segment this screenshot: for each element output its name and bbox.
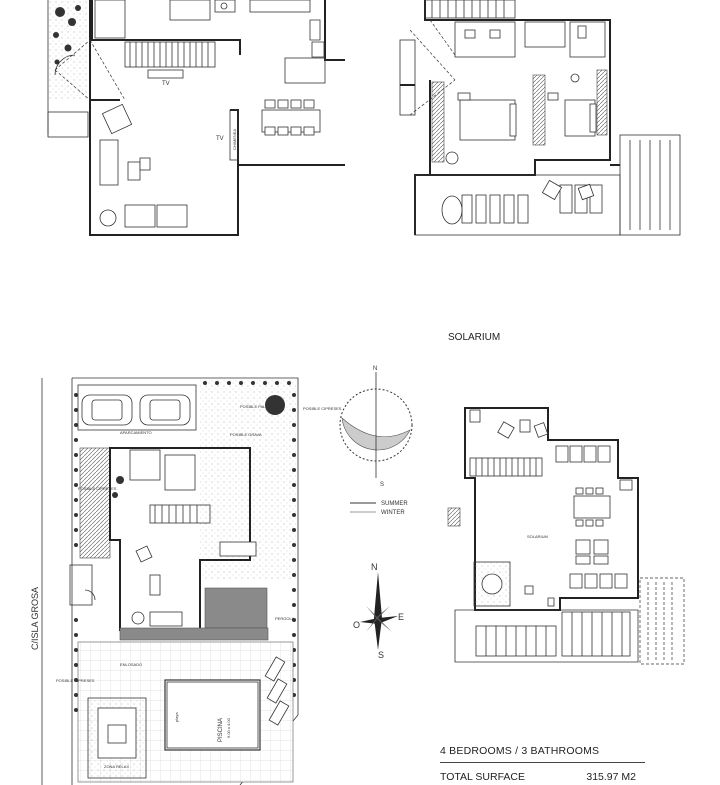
ground-floor-plan: TV CHIMENEA TV xyxy=(47,0,345,236)
first-floor-plan xyxy=(399,0,681,236)
terrace-loungers xyxy=(461,184,603,224)
paving-label: ENLOSADO xyxy=(120,662,142,667)
cypress-top-label: POSIBLE CIPRESES xyxy=(303,406,342,411)
chimney-label: CHIMENEA xyxy=(232,129,237,150)
cypress-left-label: POSIBLE CIPRESES xyxy=(78,486,117,491)
solarium-room-label: SOLARIUM xyxy=(527,534,548,539)
compass-north: N xyxy=(371,562,378,572)
cypress-bottom-label: POSIBLE CIPRESES xyxy=(56,678,95,683)
compass-west: O xyxy=(353,620,360,630)
pool-label: PISCINA xyxy=(218,718,224,742)
compass-east: E xyxy=(398,612,404,622)
legend-winter: WINTER xyxy=(381,510,405,516)
surface-value: 315.97 M2 xyxy=(586,771,636,783)
stairs xyxy=(124,41,216,68)
bedrooms-bathrooms: 4 BEDROOMS / 3 BATHROOMS xyxy=(440,745,600,757)
beach-label: playa xyxy=(174,712,179,722)
compass-south: S xyxy=(378,650,384,660)
sun-south: S xyxy=(380,482,384,488)
relax-label: ZONA RELAX xyxy=(104,764,129,769)
dining-table xyxy=(261,99,321,136)
tv-label-2: TV xyxy=(216,136,224,142)
surface-label: TOTAL SURFACE xyxy=(440,771,525,783)
perimeter-hedge xyxy=(74,381,296,712)
summary-divider xyxy=(440,762,645,763)
solarium-plan: SOLARIUM xyxy=(447,407,685,665)
sun-diagram: N S SUMMER WINTER xyxy=(339,366,413,516)
legend-summer: SUMMER xyxy=(381,501,408,507)
pergola-label: PERGOLA xyxy=(275,616,295,621)
summary-block: 4 BEDROOMS / 3 BATHROOMS TOTAL SURFACE 3… xyxy=(440,745,650,783)
solarium-title: SOLARIUM xyxy=(448,332,500,343)
tv-label: TV xyxy=(162,81,170,87)
surface-row: TOTAL SURFACE 315.97 M2 xyxy=(440,771,636,783)
garden-shrubs xyxy=(53,5,81,65)
compass-rose: N S E O xyxy=(353,562,404,660)
pool-size: 9.00 x 4.00 xyxy=(226,717,231,738)
site-plan: C/ISLA GROSA xyxy=(30,377,342,785)
street-label: C/ISLA GROSA xyxy=(30,587,40,650)
swimming-pool: PISCINA 9.00 x 4.00 playa xyxy=(164,679,261,751)
sun-north: N xyxy=(373,366,377,372)
gravel-label: POSIBLE GRAVA xyxy=(230,432,262,437)
parking-label: APARCAMIENTO xyxy=(120,430,152,435)
parked-cars xyxy=(81,394,191,426)
palm-label: POSIBLE PALMERAS xyxy=(240,404,280,409)
